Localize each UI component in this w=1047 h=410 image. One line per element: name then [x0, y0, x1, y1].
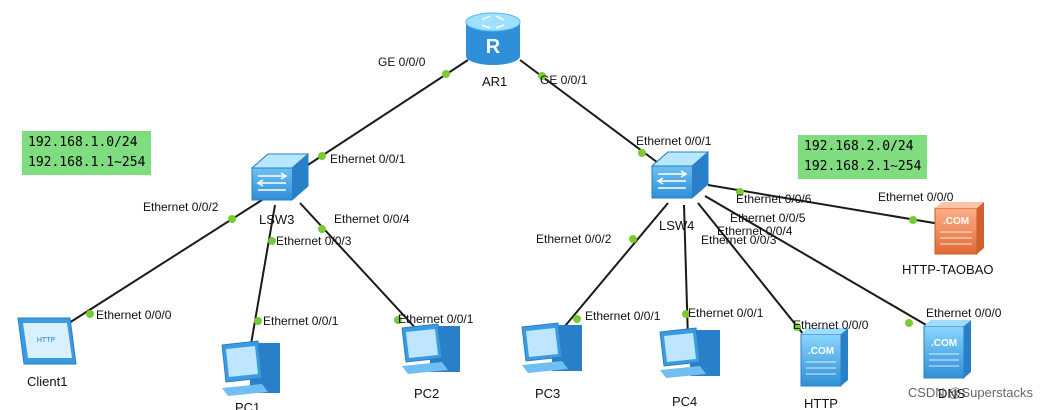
pc1-icon[interactable]: [221, 340, 280, 396]
port-label-pc3-e001: Ethernet 0/0/1: [585, 309, 661, 323]
network-box-left: 192.168.1.0/24 192.168.1.1~254: [22, 131, 152, 175]
port-dot-lsw3-e004: [318, 225, 326, 233]
pc4-icon[interactable]: [659, 327, 720, 378]
links: [57, 59, 946, 351]
http-taobao-label: HTTP-TAOBAO: [902, 262, 993, 277]
port-label-lsw3-e002: Ethernet 0/0/2: [143, 200, 219, 214]
port-label-lsw4-e005: Ethernet 0/0/5: [730, 211, 806, 225]
http-taobao-icon-text: .COM: [943, 216, 969, 227]
http-server-icon[interactable]: .COM: [800, 328, 848, 387]
pc3-icon[interactable]: [521, 322, 582, 373]
port-label-ar1-ge000: GE 0/0/0: [378, 55, 426, 69]
port-label-dns-e000: Ethernet 0/0/0: [926, 306, 1002, 320]
link-lsw3-pc1: [249, 204, 276, 351]
port-label-taobao-e000: Ethernet 0/0/0: [878, 190, 954, 204]
port-dot-pc2-e001: [394, 316, 402, 324]
http-server-label: HTTP: [804, 396, 838, 410]
client1-label: Client1: [27, 374, 67, 389]
port-label-lsw4-e003: Ethernet 0/0/3: [701, 233, 777, 247]
client1-screen-text: HTTP: [37, 337, 56, 344]
client1-icon[interactable]: HTTP: [17, 317, 77, 365]
watermark: CSDN @Superstacks: [907, 385, 1033, 400]
pc2-label: PC2: [414, 386, 439, 401]
router-label: AR1: [482, 74, 507, 89]
dns-server-icon-text: .COM: [931, 338, 957, 349]
port-label-lsw4-e001: Ethernet 0/0/1: [636, 134, 712, 148]
port-dot-http-e000: [793, 323, 801, 331]
dns-server-icon[interactable]: .COM: [923, 320, 971, 379]
port-dot-dns-e000: [905, 319, 913, 327]
port-dot-lsw3-e001: [318, 152, 326, 160]
port-label-http-e000: Ethernet 0/0/0: [793, 318, 869, 332]
port-label-lsw4-e006: Ethernet 0/0/6: [736, 192, 812, 206]
port-label-ar1-ge001: GE 0/0/1: [540, 73, 588, 87]
port-label-lsw3-e004: Ethernet 0/0/4: [334, 212, 410, 226]
port-dot-lsw3-e003: [268, 237, 276, 245]
network-left-range: 192.168.1.1~254: [28, 155, 146, 170]
http-taobao-server-icon[interactable]: .COM: [934, 202, 984, 255]
port-dot-taobao-e000: [909, 216, 917, 224]
port-dots: [86, 70, 917, 331]
link-ar1-lsw3: [287, 59, 469, 179]
switch-lsw3-icon[interactable]: [250, 153, 310, 201]
port-dot-client1-e000: [86, 310, 94, 318]
link-lsw4-http: [697, 202, 813, 346]
port-label-pc1-e001: Ethernet 0/0/1: [263, 314, 339, 328]
http-server-icon-text: .COM: [808, 346, 834, 357]
port-dot-ar1-ge001: [538, 72, 546, 80]
network-box-right: 192.168.2.0/24 192.168.2.1~254: [798, 135, 928, 179]
link-lsw3-client1: [57, 199, 263, 331]
link-lsw4-pc3: [559, 202, 669, 333]
port-label-lsw3-e003: Ethernet 0/0/3: [276, 234, 352, 248]
pc3-label: PC3: [535, 386, 560, 401]
port-labels: GE 0/0/0 GE 0/0/1 Ethernet 0/0/1 Etherne…: [96, 55, 1002, 332]
pc4-label: PC4: [672, 394, 697, 409]
port-dot-lsw4-e006: [736, 188, 744, 196]
pc1-label: PC1: [235, 400, 260, 410]
link-ar1-lsw4: [519, 59, 678, 178]
switch-lsw4-icon[interactable]: [650, 151, 710, 199]
link-lsw4-dns: [704, 195, 946, 337]
svg-text:R: R: [486, 36, 501, 58]
port-dot-lsw3-e002: [228, 215, 236, 223]
switch-lsw4-label: LSW4: [659, 218, 694, 233]
network-right-range: 192.168.2.1~254: [804, 159, 922, 174]
link-lsw3-pc2: [299, 202, 421, 334]
port-label-lsw4-e004: Ethernet 0/0/4: [717, 224, 793, 238]
port-label-pc2-e001: Ethernet 0/0/1: [398, 312, 474, 326]
port-dot-lsw4-e002: [629, 235, 637, 243]
port-dot-pc3-e001: [573, 315, 581, 323]
network-left-subnet: 192.168.1.0/24: [28, 135, 138, 150]
network-right-subnet: 192.168.2.0/24: [804, 139, 914, 154]
dns-server-label: DNS: [938, 386, 966, 401]
port-dot-ar1-ge000: [442, 70, 450, 78]
port-label-pc4-e001: Ethernet 0/0/1: [688, 306, 764, 320]
router-icon[interactable]: R: [465, 12, 521, 65]
port-label-lsw3-e001: Ethernet 0/0/1: [330, 152, 406, 166]
port-dot-pc1-e001: [254, 317, 262, 325]
port-label-client1-e000: Ethernet 0/0/0: [96, 308, 172, 322]
port-dot-pc4-e001: [682, 310, 690, 318]
port-dot-lsw4-e001: [638, 149, 646, 157]
pc2-icon[interactable]: [401, 323, 460, 374]
link-lsw4-taobao: [707, 184, 941, 225]
switch-lsw3-label: LSW3: [259, 212, 294, 227]
port-label-lsw4-e002: Ethernet 0/0/2: [536, 232, 612, 246]
